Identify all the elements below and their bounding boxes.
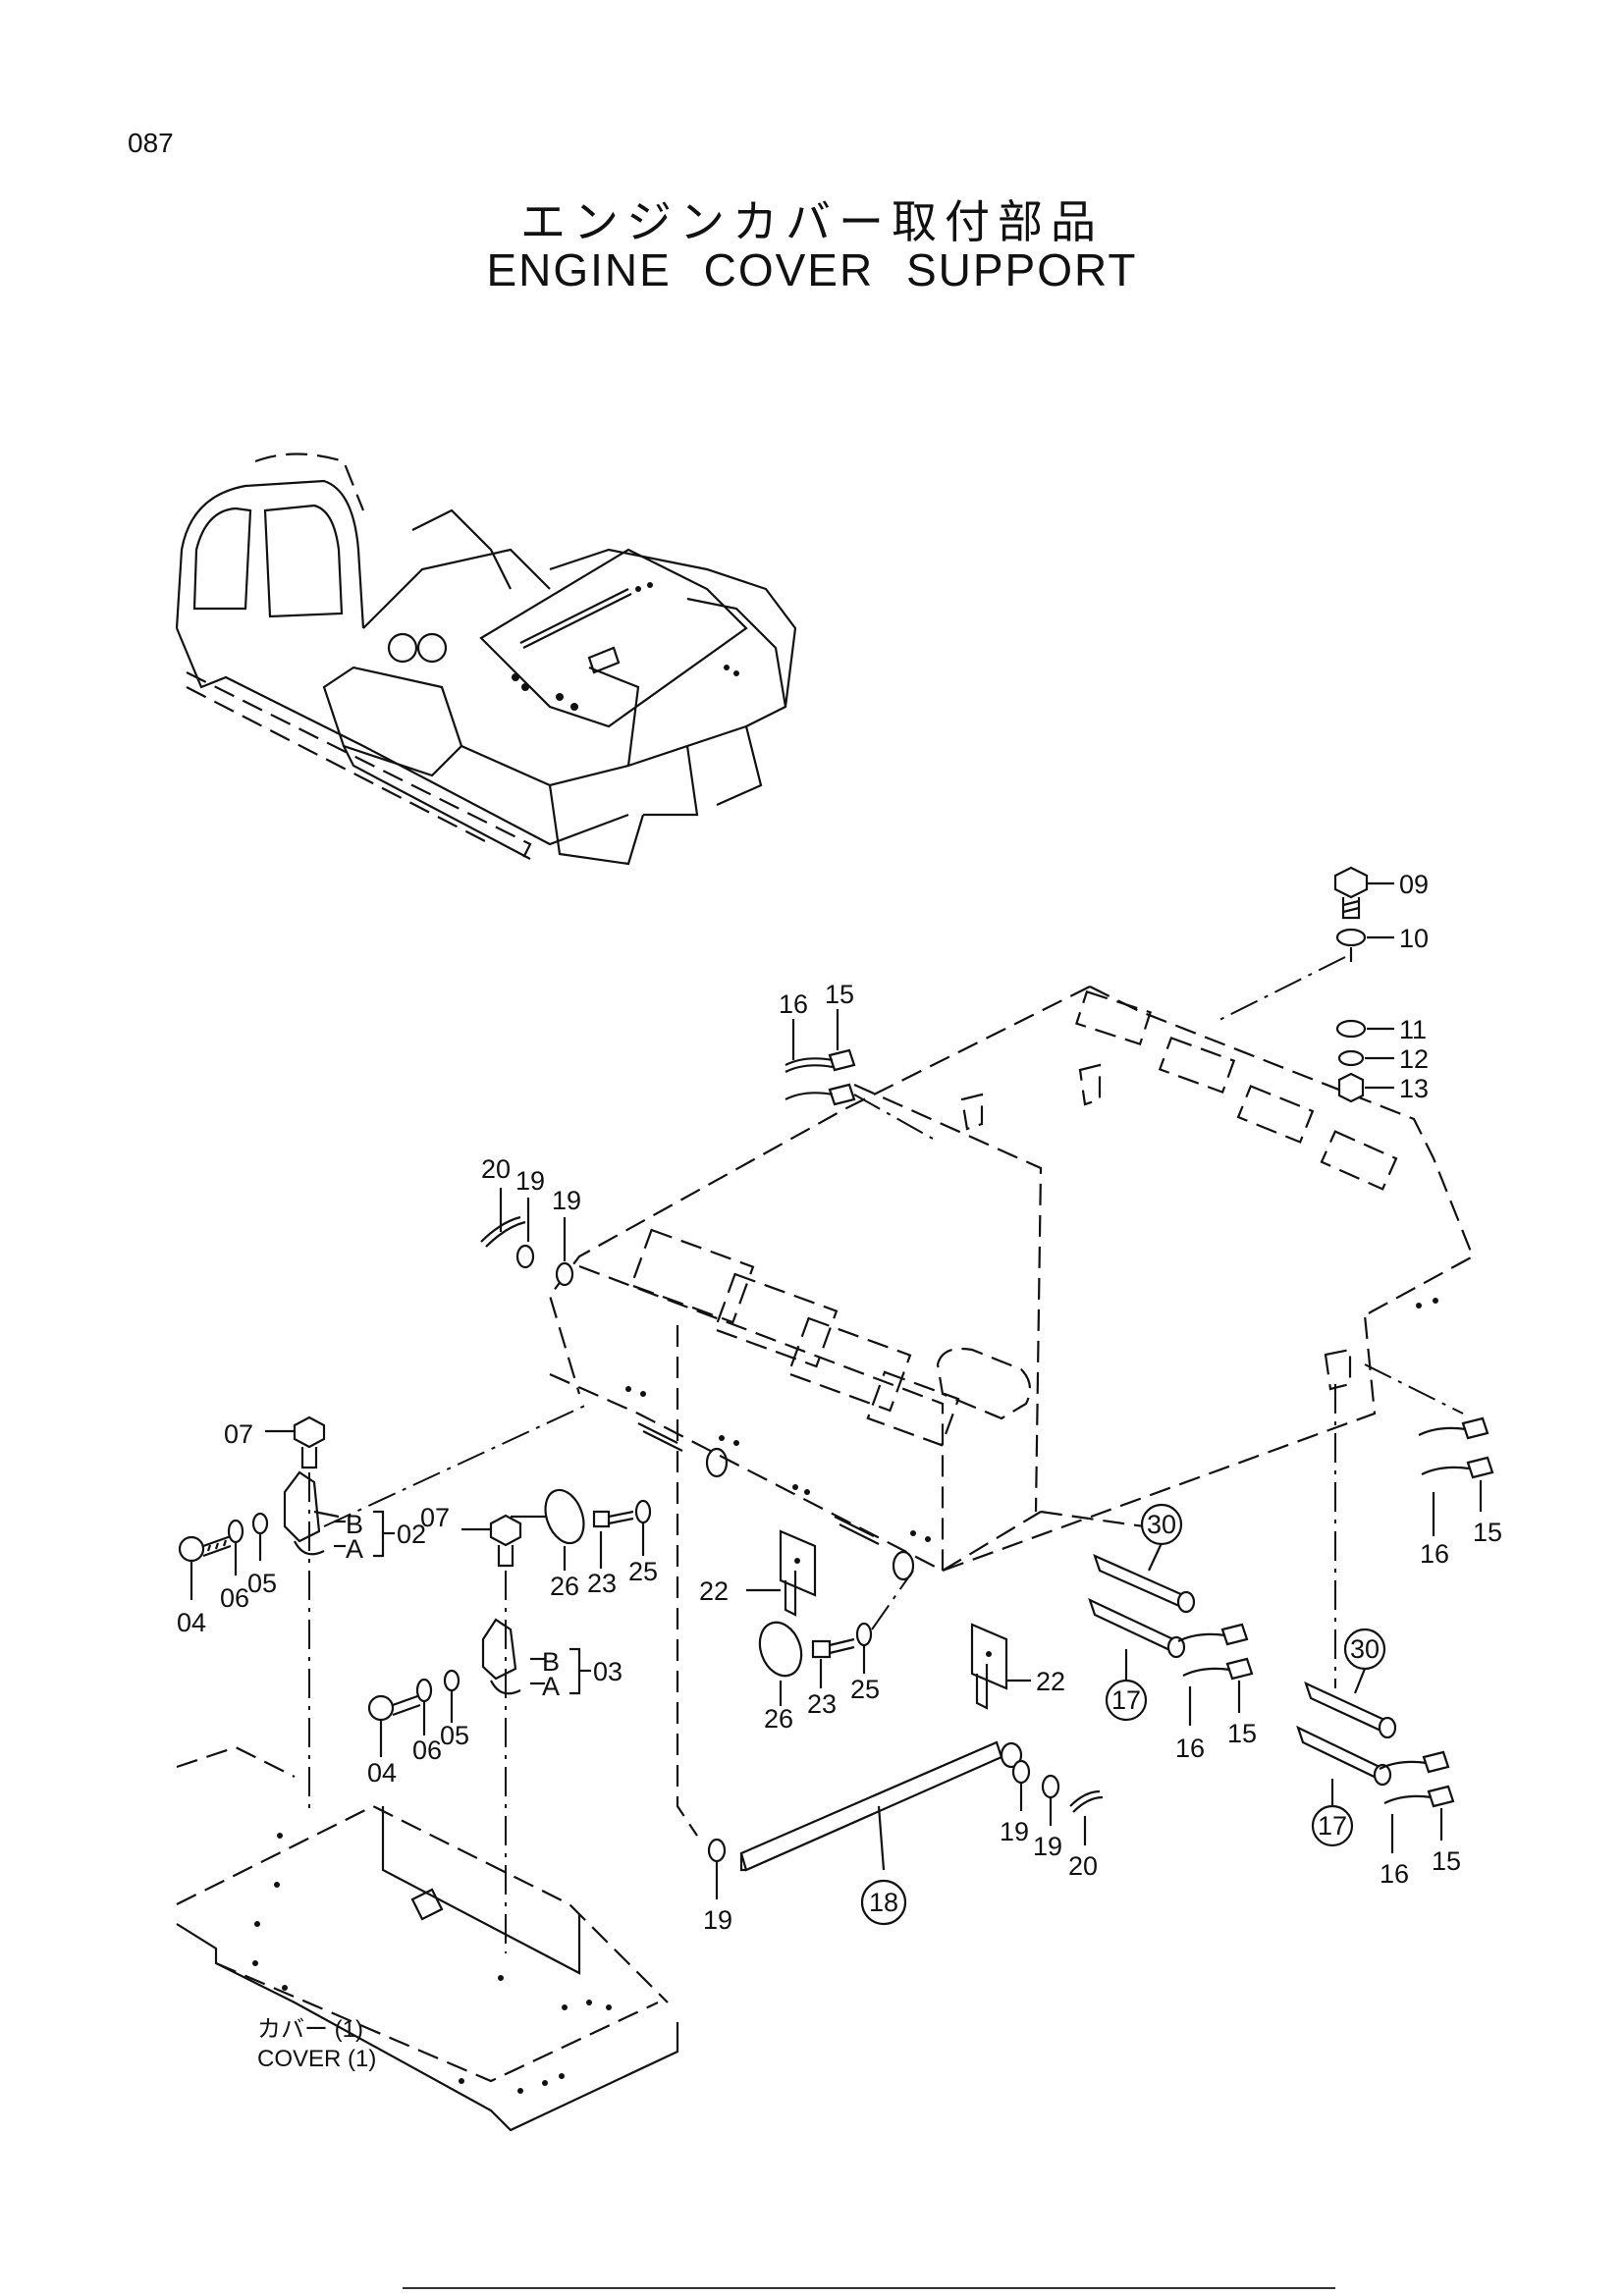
- gas-spring-set-1: [1088, 1542, 1196, 1681]
- bracket-22-left: [746, 1529, 817, 1617]
- bottom-rule: [403, 2287, 1335, 2289]
- pin-20-washers-19-top: [480, 1188, 574, 1287]
- callout-circle-30: [1140, 1503, 1183, 1546]
- callout-19: 19: [1033, 1832, 1062, 1861]
- rubber-stop-set-upper: [544, 1488, 652, 1571]
- callout-circle-17: [1105, 1679, 1148, 1722]
- callout-16: 16: [1380, 1859, 1409, 1889]
- callout-25: 25: [628, 1557, 658, 1586]
- callout-B: B: [542, 1647, 560, 1677]
- callout-26: 26: [764, 1704, 793, 1734]
- callout-B: B: [346, 1510, 363, 1539]
- callout-25: 25: [850, 1675, 880, 1704]
- callout-06: 06: [412, 1735, 442, 1765]
- callout-04: 04: [177, 1608, 206, 1637]
- cover-label-japanese: カバー (1): [257, 2016, 363, 2043]
- callout-16: 16: [1420, 1539, 1449, 1569]
- callout-15: 15: [825, 980, 854, 1009]
- lock-assembly-03: [367, 1514, 591, 1953]
- callout-30: 30: [1147, 1510, 1176, 1539]
- bolt-stack-09-13: [1217, 866, 1394, 1103]
- page-number: 087: [128, 128, 174, 158]
- callout-19: 19: [1000, 1817, 1029, 1846]
- callout-19: 19: [703, 1905, 732, 1935]
- callout-13: 13: [1399, 1074, 1429, 1103]
- bracket-22-right: [970, 1623, 1031, 1710]
- callout-22: 22: [1036, 1667, 1065, 1696]
- callout-A: A: [346, 1534, 363, 1564]
- rubber-stop-set-lower: [758, 1570, 914, 1706]
- pins-15-16-top: [785, 1009, 934, 1140]
- excavator-overview-illustration: [175, 453, 797, 866]
- callout-16: 16: [779, 989, 808, 1019]
- callout-17: 17: [1318, 1811, 1347, 1841]
- callout-23: 23: [807, 1689, 837, 1719]
- gas-spring-set-2: [1296, 1668, 1397, 1806]
- callout-04: 04: [367, 1758, 397, 1788]
- callout-22: 22: [699, 1576, 729, 1606]
- callout-12: 12: [1399, 1044, 1429, 1074]
- callout-10: 10: [1399, 924, 1429, 953]
- pins-15-16-lower: [1379, 1750, 1455, 1853]
- lock-assembly-02: [178, 1403, 590, 1816]
- callout-15: 15: [1227, 1719, 1257, 1748]
- page-title-japanese: エンジンカバー取付部品: [520, 195, 1104, 248]
- pins-15-16-right-upper: [1364, 1363, 1494, 1536]
- cover-panel: [176, 1745, 679, 2132]
- callout-11: 11: [1399, 1015, 1427, 1044]
- callout-A: A: [542, 1672, 560, 1701]
- callout-07: 07: [420, 1503, 450, 1532]
- callout-15: 15: [1473, 1518, 1502, 1547]
- callout-circle-17: [1311, 1804, 1354, 1847]
- callout-26: 26: [550, 1572, 579, 1601]
- cover-label-english: COVER (1): [257, 2046, 376, 2072]
- callout-30: 30: [1350, 1634, 1380, 1664]
- page-title-english: ENGINE COVER SUPPORT: [486, 244, 1138, 295]
- callout-23: 23: [587, 1569, 617, 1598]
- callout-16: 16: [1175, 1734, 1205, 1763]
- callout-05: 05: [247, 1569, 277, 1598]
- callout-07: 07: [224, 1419, 253, 1449]
- callout-15: 15: [1432, 1846, 1461, 1876]
- callout-circle-18: [860, 1879, 907, 1926]
- stay-rod-18: [707, 1740, 1104, 1899]
- callout-02: 02: [397, 1520, 426, 1549]
- callout-20: 20: [481, 1154, 511, 1184]
- callout-03: 03: [593, 1657, 623, 1686]
- callout-circle-30: [1343, 1628, 1386, 1671]
- callout-09: 09: [1399, 870, 1429, 899]
- callout-05: 05: [440, 1721, 469, 1750]
- callout-20: 20: [1068, 1851, 1098, 1881]
- pins-15-16-mid: [1177, 1623, 1254, 1726]
- callout-19: 19: [552, 1186, 581, 1215]
- callout-18: 18: [869, 1888, 898, 1917]
- callout-17: 17: [1111, 1685, 1141, 1715]
- callout-19: 19: [515, 1166, 545, 1196]
- engine-cover-assembly: [548, 986, 1475, 1837]
- callout-labels: 09 10 11 12 13 15 16 20 19 19 07 B A 02 …: [177, 870, 1502, 2072]
- callout-06: 06: [220, 1583, 249, 1613]
